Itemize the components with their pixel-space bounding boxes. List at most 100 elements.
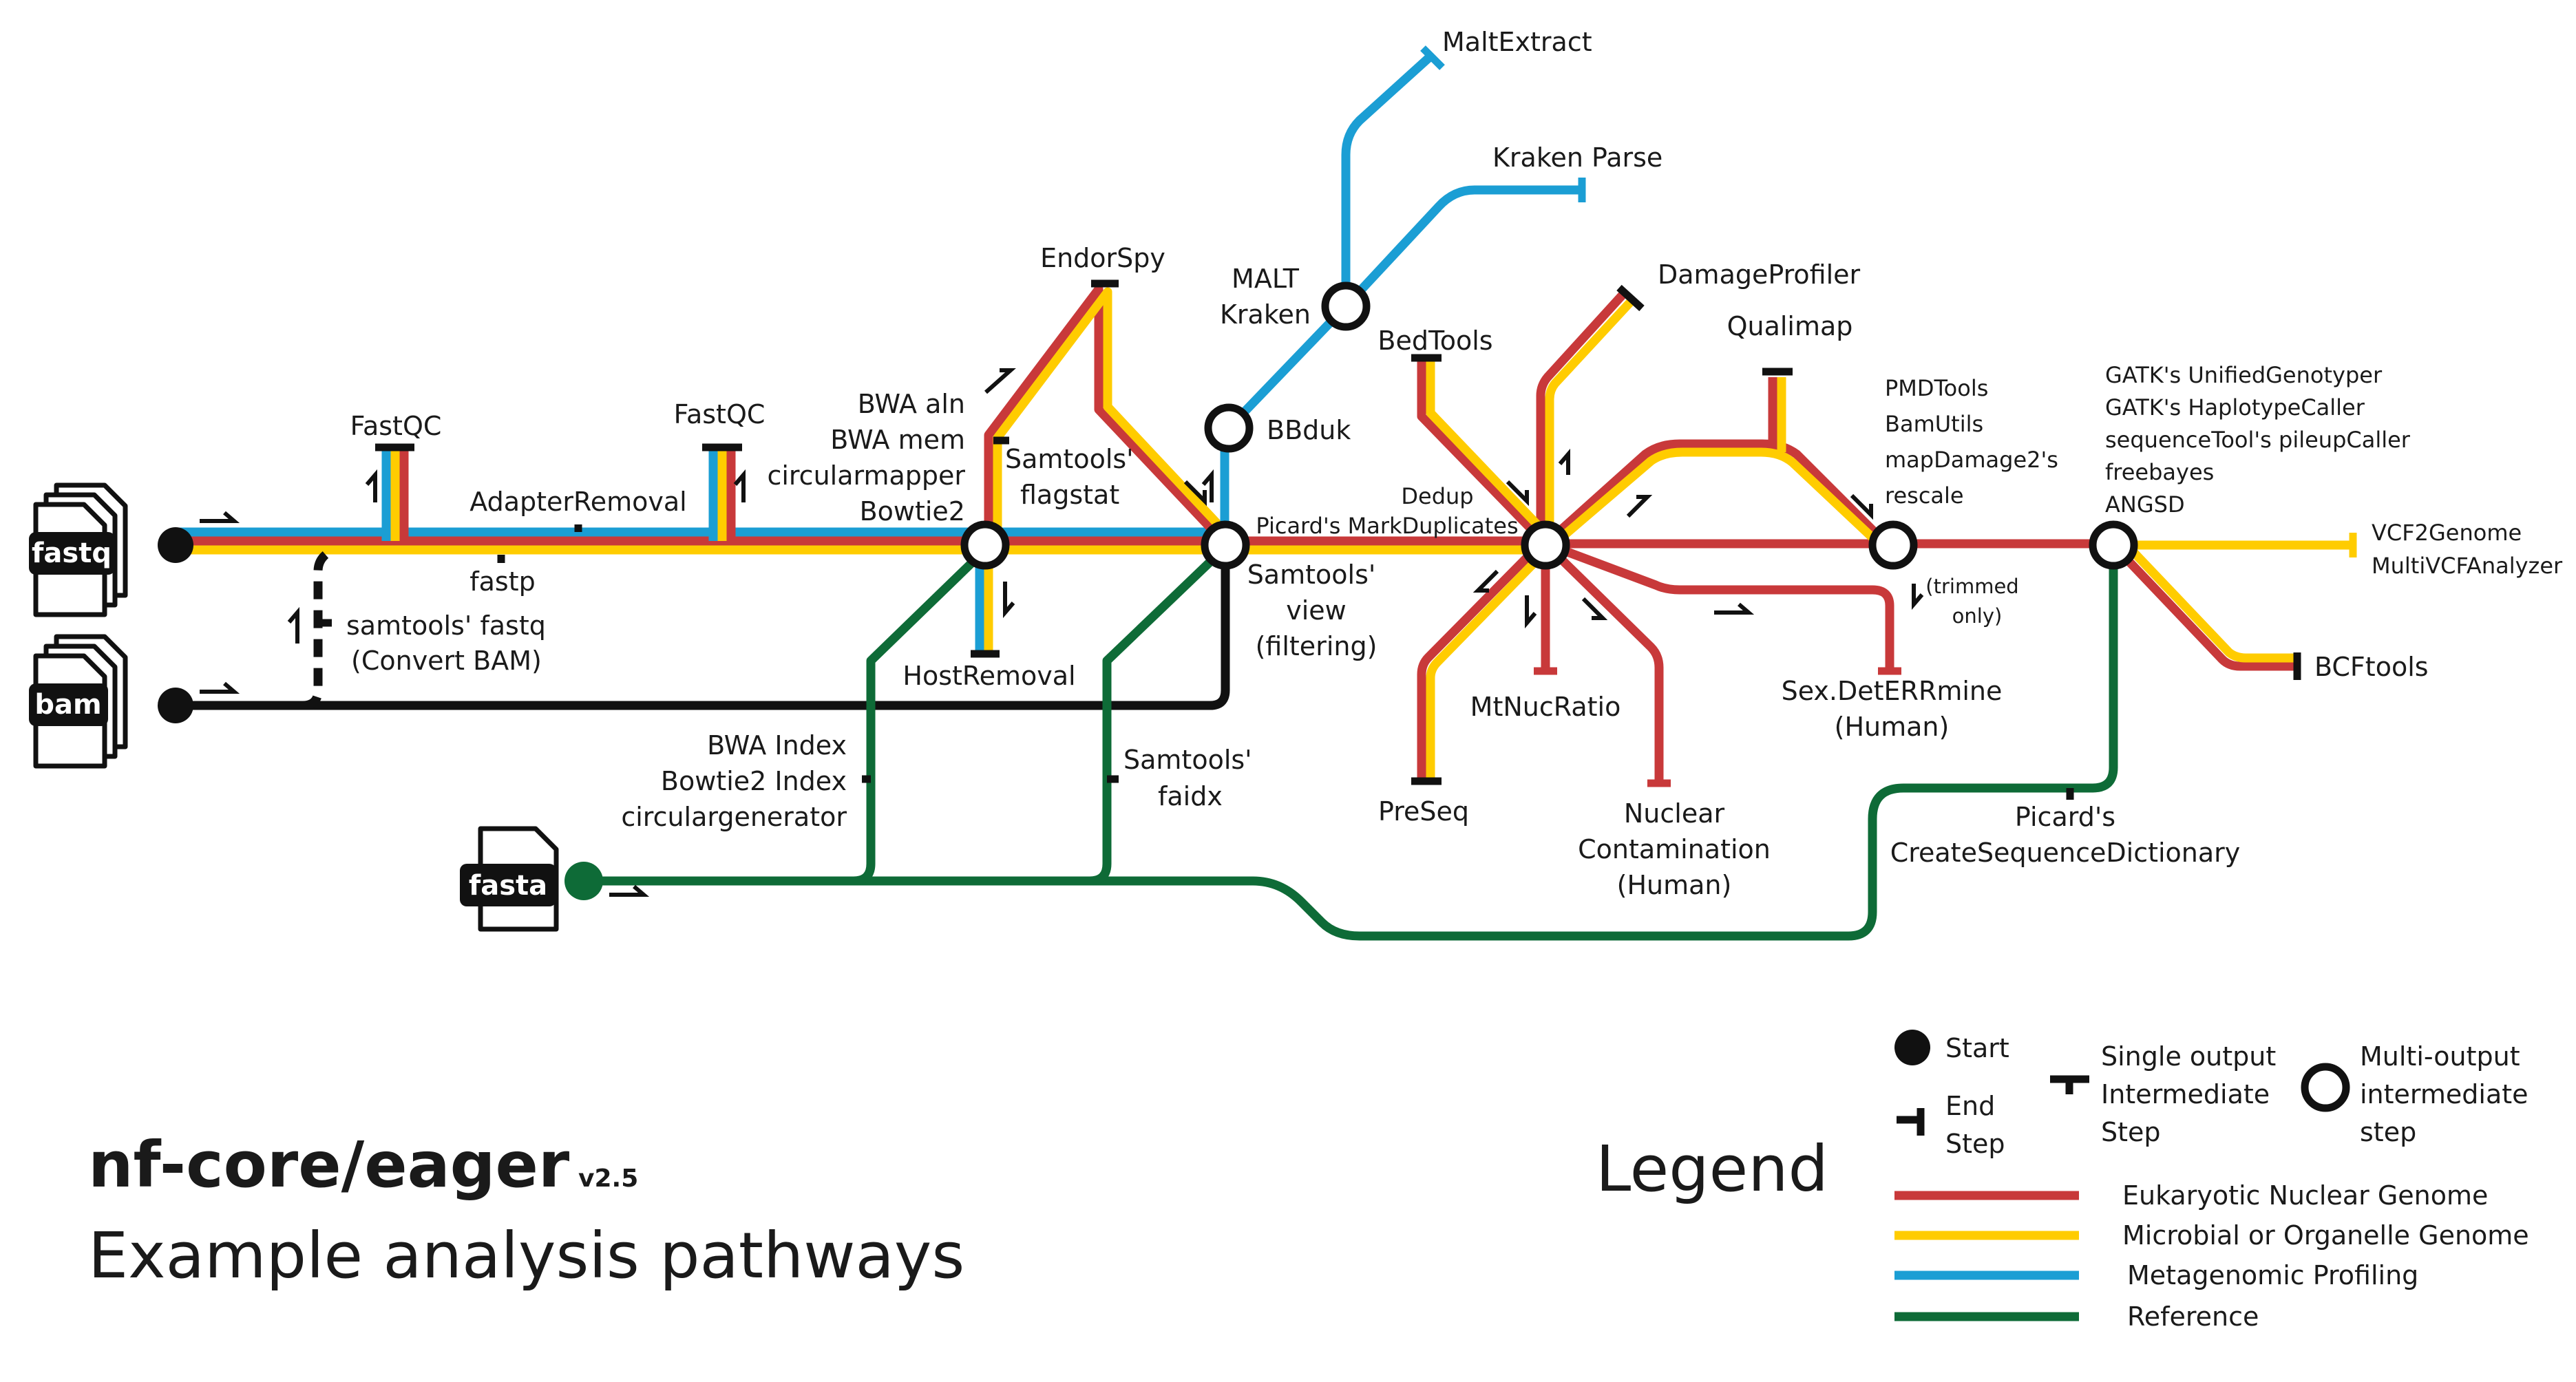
arrow-fasta xyxy=(609,884,650,897)
sequencetool-label: sequenceTool's pileupCaller xyxy=(2105,427,2411,453)
kraken-parse-label: Kraken Parse xyxy=(1492,142,1662,173)
multivcf-label: MultiVCFAnalyzer xyxy=(2372,553,2563,579)
mapping-station xyxy=(960,520,1010,570)
fastqc1-label: FastQC xyxy=(350,411,442,441)
arrow-damageprofiler xyxy=(1558,448,1570,475)
arrow-hostremoval xyxy=(1003,582,1015,619)
legend-start-label: Start xyxy=(1945,1033,2009,1063)
damageprofiler-end-bar xyxy=(1616,284,1645,312)
samtools-view-label-2: view xyxy=(1286,595,1347,626)
fasta-file-label: fasta xyxy=(469,870,547,902)
legend-multi-output-icon xyxy=(2301,1063,2350,1112)
bbduk-station xyxy=(1204,403,1254,453)
arrow-bedtools xyxy=(1506,480,1529,507)
bedtools-label: BedTools xyxy=(1377,326,1492,356)
arrow-qualimap xyxy=(1626,495,1653,518)
bwa-index-label: BWA Index xyxy=(707,730,847,761)
trimmed-label-1: (trimmed xyxy=(1925,575,2018,598)
picard-csd-label-1: Picard's xyxy=(2015,802,2115,832)
bcftools-yellow-line xyxy=(2117,535,2297,663)
legend-single-label-1: Single output xyxy=(2101,1041,2276,1072)
sexdet-red-line xyxy=(1543,539,1894,671)
nuclear-label-2: Contamination xyxy=(1578,834,1771,864)
malt-label: MALT xyxy=(1232,264,1300,294)
legend-line-label-0: Eukaryotic Nuclear Genome xyxy=(2122,1180,2488,1211)
samtools-faidx-label-1: Samtools' xyxy=(1123,745,1252,775)
arrow-preseq xyxy=(1472,569,1499,593)
maltextract-label: MaltExtract xyxy=(1442,27,1592,57)
dedup-label: Dedup xyxy=(1401,483,1473,509)
arrow-samtools-fastq xyxy=(287,606,299,644)
bam-to-fastq-dashed-line xyxy=(302,546,335,710)
damageprofiler-yellow-line xyxy=(1545,297,1636,544)
samtools-faidx-label-2: faidx xyxy=(1158,781,1223,811)
arrow-bbduk xyxy=(1201,469,1214,502)
genotyping-station xyxy=(2089,520,2138,570)
pmdtools-station xyxy=(1868,520,1918,570)
sexdet-label-2: (Human) xyxy=(1835,712,1950,742)
bam-file-label: bam xyxy=(34,689,101,721)
legend-title: Legend xyxy=(1596,1132,1828,1206)
legend-single-label-3: Step xyxy=(2101,1117,2161,1147)
bedtools-red-line xyxy=(1417,358,1549,547)
legend-end-label-1: End xyxy=(1945,1091,1995,1121)
reference-to-view-green xyxy=(1089,547,1225,886)
fastq-start-station xyxy=(158,527,193,563)
bam-file-icon: bam xyxy=(29,634,128,769)
flagstat-label-2: flagstat xyxy=(1020,480,1119,510)
legend-line-label-3: Reference xyxy=(2127,1301,2259,1332)
arrow-view-up xyxy=(1183,480,1207,507)
arrow-trimmed xyxy=(1912,584,1924,610)
circulargenerator-label: circulargenerator xyxy=(621,802,847,832)
mapdamage-label-2: rescale xyxy=(1885,482,1964,509)
circularmapper-label: circularmapper xyxy=(767,460,965,491)
arrow-pmd xyxy=(1850,493,1873,520)
damageprofiler-red-line xyxy=(1536,289,1628,544)
gatk-hc-label: GATK's HaplotypeCaller xyxy=(2105,394,2365,421)
picard-csd-label-2: CreateSequenceDictionary xyxy=(1890,838,2241,868)
malt-blue-line xyxy=(1225,303,1349,432)
arrow-nuclear xyxy=(1581,597,1608,620)
fastq-file-icon: fastq xyxy=(29,482,128,617)
arrow-endorspy xyxy=(984,368,1016,394)
reference-to-mapping-green xyxy=(853,547,988,886)
trimmed-label-2: only) xyxy=(1952,604,2003,628)
maltextract-blue-line xyxy=(1341,52,1435,306)
hostremoval-label: HostRemoval xyxy=(902,661,1075,691)
vcf2genome-label: VCF2Genome xyxy=(2372,520,2522,546)
bcftools-label: BCFtools xyxy=(2314,652,2429,682)
endorspy-yellow-line xyxy=(993,287,1236,544)
arrow-bam xyxy=(200,681,240,694)
nuclear-label-1: Nuclear xyxy=(1624,798,1725,829)
endorspy-label: EndorSpy xyxy=(1040,243,1165,273)
markduplicates-label: Picard's MarkDuplicates xyxy=(1256,513,1518,539)
legend-single-label-2: Intermediate xyxy=(2101,1079,2270,1109)
arrow-fastqc1 xyxy=(365,469,377,502)
kraken-parse-blue-line xyxy=(1342,185,1582,310)
preseq-red-line xyxy=(1417,544,1541,780)
fasta-file-icon: fasta xyxy=(460,826,559,932)
bam-start-station xyxy=(158,688,193,723)
page-subtitle: Example analysis pathways xyxy=(88,1219,964,1293)
dedup-station xyxy=(1521,520,1570,570)
arrow-sexdet xyxy=(1714,602,1755,615)
qualimap-yellow-line xyxy=(1547,447,1890,554)
legend-line-label-2: Metagenomic Profiling xyxy=(2127,1260,2418,1290)
bowtie2-label: Bowtie2 xyxy=(860,496,965,527)
gatk-ug-label: GATK's UnifiedGenotyper xyxy=(2105,362,2383,388)
arrow-fastqc2 xyxy=(733,469,746,502)
direction-arrows xyxy=(200,368,1924,897)
bwa-aln-label: BWA aln xyxy=(858,389,965,419)
legend-multi-label-3: step xyxy=(2360,1117,2416,1147)
sexdet-label-1: Sex.DetERRmine xyxy=(1782,676,2003,706)
reference-green-line xyxy=(584,551,2118,941)
maltextract-end-bar xyxy=(1420,45,1445,70)
title-block: nf-core/eager v2.5 Example analysis path… xyxy=(88,1128,964,1293)
samtools-view-station xyxy=(1201,520,1250,570)
nuclear-label-3: (Human) xyxy=(1617,870,1732,900)
freebayes-label: freebayes xyxy=(2105,459,2214,485)
adapterremoval-label: AdapterRemoval xyxy=(469,487,686,517)
endorspy-red-line xyxy=(984,284,1229,547)
bwa-mem-label: BWA mem xyxy=(830,425,965,455)
